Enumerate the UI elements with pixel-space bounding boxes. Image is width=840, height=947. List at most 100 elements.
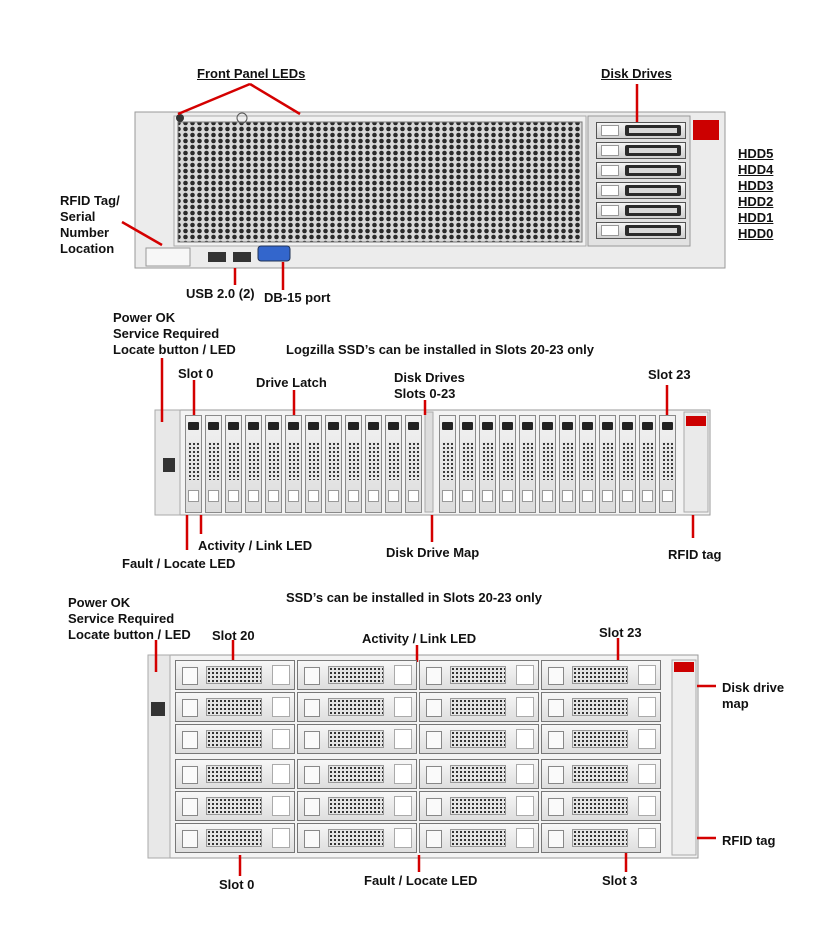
drive-vent xyxy=(482,442,493,480)
bay-info-tag xyxy=(516,729,534,749)
drive-vent xyxy=(368,442,379,480)
drive-bay xyxy=(175,823,295,853)
drive-slot xyxy=(499,415,516,513)
bay-vent xyxy=(450,765,506,783)
drive-vent xyxy=(328,442,339,480)
bay-info-tag xyxy=(272,665,290,685)
rfid-tag-label-1: RFID Tag/ xyxy=(60,193,120,208)
bay-vent xyxy=(328,698,384,716)
rfid-tag-label-2: Serial xyxy=(60,209,96,224)
bay-info-tag xyxy=(638,665,656,685)
hdd1-label: HDD1 xyxy=(738,210,774,225)
drive-latch xyxy=(662,422,673,430)
bot-disk-drive-map-1: Disk drive xyxy=(722,680,785,695)
drive-latch xyxy=(268,422,279,430)
bay-vent xyxy=(328,666,384,684)
drive-latch xyxy=(388,422,399,430)
bay-vent xyxy=(450,730,506,748)
drive-bay xyxy=(541,692,661,722)
bay-vent xyxy=(572,666,628,684)
hdd1-bay xyxy=(596,202,686,219)
bay-info-tag xyxy=(394,697,412,717)
drive-tag xyxy=(582,490,593,502)
bay-handle xyxy=(548,798,564,816)
drive-vent xyxy=(248,442,259,480)
bay-info-tag xyxy=(638,764,656,784)
drive-bay xyxy=(175,660,295,690)
bay-handle xyxy=(182,667,198,685)
bot-power-ok: Power OK xyxy=(68,595,131,610)
drive-latch xyxy=(228,422,239,430)
bay-info-tag xyxy=(272,729,290,749)
drive-latch xyxy=(328,422,339,430)
mid-slot23-label: Slot 23 xyxy=(648,367,691,382)
drive-vent xyxy=(288,442,299,480)
drive-slot xyxy=(519,415,536,513)
drive-slot xyxy=(325,415,342,513)
bot-slot23-label: Slot 23 xyxy=(599,625,642,640)
drive-bay xyxy=(419,724,539,754)
drive-tag xyxy=(348,490,359,502)
rfid-tag-label-3: Number xyxy=(60,225,110,240)
bay-info-tag xyxy=(272,764,290,784)
drive-vent xyxy=(188,442,199,480)
hdd3-bay xyxy=(596,162,686,179)
drive-latch xyxy=(368,422,379,430)
mid-disk-drives-label: Disk Drives xyxy=(394,370,465,385)
leader-lines xyxy=(121,82,716,876)
drive-slot xyxy=(345,415,362,513)
bay-info-tag xyxy=(394,796,412,816)
drive-bay xyxy=(175,791,295,821)
hdd0-label: HDD0 xyxy=(738,226,774,241)
bay-handle xyxy=(426,731,442,749)
drive-latch xyxy=(502,422,513,430)
bay-vent xyxy=(206,829,262,847)
drive-tag xyxy=(482,490,493,502)
drive-latch xyxy=(482,422,493,430)
hdd2-bay xyxy=(596,182,686,199)
bay-info-tag xyxy=(638,796,656,816)
drive-vent xyxy=(502,442,513,480)
bot-activity-led-label: Activity / Link LED xyxy=(362,631,477,646)
drive-vent xyxy=(642,442,653,480)
drive-vent xyxy=(522,442,533,480)
bottom-bay-grid xyxy=(175,660,665,856)
bay-handle xyxy=(304,699,320,717)
drive-slot xyxy=(659,415,676,513)
drive-tag xyxy=(602,490,613,502)
hdd2-label: HDD2 xyxy=(738,194,774,209)
mid-disk-drive-map-label: Disk Drive Map xyxy=(386,545,480,560)
bay-info-tag xyxy=(394,665,412,685)
bay-handle xyxy=(548,830,564,848)
drive-vent xyxy=(268,442,279,480)
front-panel-leds-label: Front Panel LEDs xyxy=(197,66,306,81)
bot-rfid-tag-label: RFID tag xyxy=(722,833,776,848)
drive-slot xyxy=(559,415,576,513)
bay-info-tag xyxy=(516,764,534,784)
bay-info-tag xyxy=(272,828,290,848)
usb-label: USB 2.0 (2) xyxy=(186,286,255,301)
bot-disk-drive-map-2: map xyxy=(722,696,749,711)
drive-slot xyxy=(305,415,322,513)
drive-slot xyxy=(439,415,456,513)
drive-tag xyxy=(462,490,473,502)
drive-tag xyxy=(328,490,339,502)
bay-info-tag xyxy=(516,665,534,685)
drive-slot xyxy=(459,415,476,513)
drive-tag xyxy=(368,490,379,502)
drive-bay xyxy=(541,791,661,821)
bay-vent xyxy=(206,698,262,716)
drive-vent xyxy=(562,442,573,480)
bay-info-tag xyxy=(516,697,534,717)
logzilla-note: Logzilla SSD’s can be installed in Slots… xyxy=(286,342,594,357)
drive-tag xyxy=(642,490,653,502)
bay-info-tag xyxy=(272,796,290,816)
drive-slot xyxy=(579,415,596,513)
bay-handle xyxy=(426,830,442,848)
bay-handle xyxy=(304,731,320,749)
bay-handle xyxy=(304,798,320,816)
drive-slot xyxy=(285,415,302,513)
drive-tag xyxy=(622,490,633,502)
bay-vent xyxy=(572,765,628,783)
bay-vent xyxy=(328,829,384,847)
